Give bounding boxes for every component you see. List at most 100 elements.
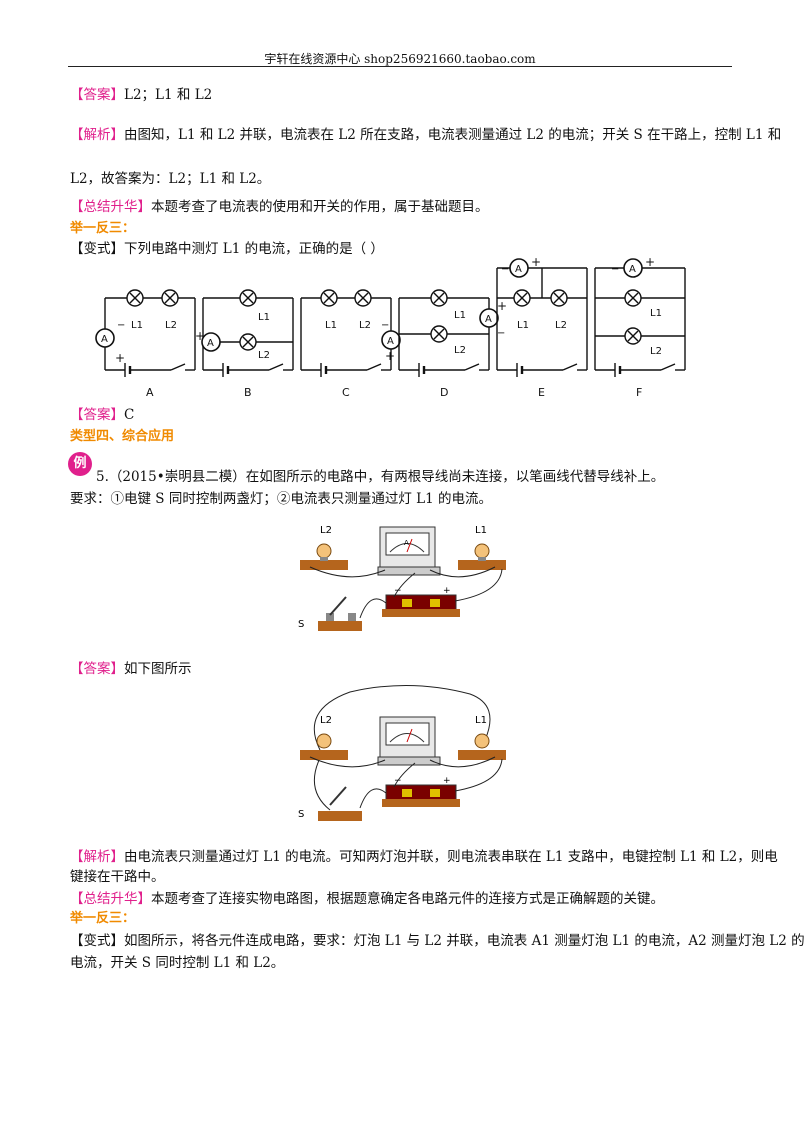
answer-tag: 【答案】: [70, 87, 124, 103]
example-question-line-2: 要求：①电键 S 同时控制两盏灯；②电流表只测量通过灯 L1 的电流。: [70, 491, 492, 507]
ammeter-c-letter: A: [387, 336, 394, 347]
label-c-l1: L1: [325, 320, 337, 331]
example-analysis-line-1: 【解析】由电流表只测量通过灯 L1 的电流。可知两灯泡并联，则电流表串联在 L1…: [70, 848, 778, 866]
lamp-f1-x2: [627, 292, 639, 304]
answer-wire-top: [313, 685, 491, 751]
apparatus-figure-question: L2 A L1 − + S: [298, 525, 506, 631]
switch-blade-0: [170, 363, 186, 371]
answer-line-1: 【答案】L2；L1 和 L2: [70, 86, 212, 104]
lamp-a1-x2: [129, 292, 141, 304]
lamp-f2-x2: [627, 330, 639, 342]
label-a-l2: L2: [165, 320, 177, 331]
switch-blade-4: [562, 363, 578, 371]
page-header: 宇轩在线资源中心 shop256921660.taobao.com: [264, 52, 536, 66]
variant-question-2-line-2: 电流，开关 S 同时控制 L1 和 L2。: [70, 955, 285, 971]
circuit-label-C: C: [342, 386, 350, 399]
a-minus: −: [117, 320, 125, 331]
type-four-title: 类型四、综合应用: [70, 429, 175, 444]
circuit-label-F: F: [636, 386, 642, 399]
example-summary-text: 本题考查了连接实物电路图，根据题意确定各电路元件的连接方式是正确解题的关键。: [151, 891, 664, 907]
apparatus-ammeter: A: [377, 526, 441, 576]
ammeter-b: [201, 332, 221, 352]
summary-line-1: 【总结升华】本题考查了电流表的使用和开关的作用，属于基础题目。: [70, 198, 489, 216]
e-plus: +: [531, 255, 541, 269]
lamp-d1-x2: [433, 292, 445, 304]
apparatus-switch: S: [298, 596, 362, 631]
answer-ammeter: [377, 716, 441, 766]
ammeter-e-letter: A: [515, 264, 522, 275]
ammeter-f: [623, 258, 643, 278]
example-badge: 例: [68, 452, 92, 476]
circuit-label-D: D: [440, 386, 448, 399]
example-answer-text: 如下图所示: [124, 661, 192, 677]
switch-blade-2: [366, 363, 382, 371]
e-minus: −: [501, 264, 509, 275]
example-summary-tag: 【总结升华】: [70, 891, 151, 907]
lamp-c2-x2: [357, 292, 369, 304]
label-d-l2: L2: [454, 345, 466, 356]
ammeter-c: [381, 330, 401, 350]
analysis-text-1: 由图知，L1 和 L2 并联，电流表在 L2 所在支路，电流表测量通过 L2 的…: [124, 127, 782, 143]
ammeter-b-letter: A: [207, 338, 214, 349]
label-f-l1: L1: [650, 308, 662, 319]
label-f-l2: L2: [650, 346, 662, 357]
switch-blade-3: [464, 363, 480, 371]
answer-text-2: C: [124, 407, 135, 423]
summary-tag: 【总结升华】: [70, 199, 151, 215]
answer-line-2: 【答案】C: [70, 406, 134, 424]
answer-label-l1: L1: [475, 715, 487, 726]
apparatus-lamp-l2: L2: [300, 525, 348, 570]
header-rule: [68, 66, 732, 67]
ammeter-e: [509, 258, 529, 278]
circuit-label-E: E: [538, 386, 545, 399]
ammeter-a: [95, 328, 115, 348]
meter-face-a: A: [404, 539, 409, 547]
battery-plus: +: [443, 586, 451, 596]
example-analysis-line-2: 键接在干路中。: [70, 869, 165, 885]
answer-label-s: S: [298, 809, 304, 820]
label-c-l2: L2: [359, 320, 371, 331]
analysis-tag: 【解析】: [70, 127, 124, 143]
ammeter-d: [479, 308, 499, 328]
apparatus-lamp-l1: L1: [458, 525, 506, 570]
ammeter-f-letter: A: [629, 264, 636, 275]
label-b-l2: L2: [258, 350, 270, 361]
answer-tag-2: 【答案】: [70, 407, 124, 423]
variant-question-2-line-1: 【变式】如图所示，将各元件连成电路，要求：灯泡 L1 与 L2 并联，电流表 A…: [70, 933, 805, 949]
example-question-line-1: 5.（2015•崇明县二模）在如图所示的电路中，有两根导线尚未连接，以笔画线代替…: [96, 469, 665, 485]
answer-battery: − +: [382, 776, 460, 807]
label-d-l1: L1: [454, 310, 466, 321]
example-summary-line: 【总结升华】本题考查了连接实物电路图，根据题意确定各电路元件的连接方式是正确解题…: [70, 890, 664, 908]
answer-battery-plus: +: [443, 776, 451, 786]
answer-switch: S: [298, 786, 362, 821]
a-plus: +: [115, 351, 125, 365]
analysis-line-1: 【解析】由图知，L1 和 L2 并联，电流表在 L2 所在支路，电流表测量通过 …: [70, 126, 781, 144]
lamp-b2-x2: [242, 336, 254, 348]
answer-lamp-l2: L2: [300, 715, 348, 760]
apparatus-battery: − +: [382, 586, 460, 617]
answer-label-l2: L2: [320, 715, 332, 726]
switch-blade-1: [268, 363, 284, 371]
circuit-label-B: B: [244, 386, 252, 399]
existing-wires: [309, 566, 503, 619]
lamp-a2-x2: [164, 292, 176, 304]
ammeter-a-letter: A: [101, 334, 108, 345]
example-answer-line: 【答案】如下图所示: [70, 660, 192, 678]
switch-blade-5: [660, 363, 676, 371]
answer-lamp-l1: L1: [458, 715, 506, 760]
b-plus: +: [195, 329, 205, 343]
label-l1: L1: [475, 525, 487, 536]
d-minus: −: [497, 328, 505, 339]
c-minus: −: [381, 320, 389, 331]
label-l2: L2: [320, 525, 332, 536]
practice-heading-1: 举一反三：: [70, 221, 136, 236]
answer-text: L2；L1 和 L2: [124, 87, 213, 103]
example-analysis-text-1: 由电流表只测量通过灯 L1 的电流。可知两灯泡并联，则电流表串联在 L1 支路中…: [124, 849, 778, 865]
label-a-l1: L1: [131, 320, 143, 331]
practice-heading-2: 举一反三：: [70, 911, 136, 926]
example-answer-tag: 【答案】: [70, 661, 124, 677]
answer-wire-left: [313, 757, 331, 811]
summary-text: 本题考查了电流表的使用和开关的作用，属于基础题目。: [151, 199, 489, 215]
example-analysis-tag: 【解析】: [70, 849, 124, 865]
